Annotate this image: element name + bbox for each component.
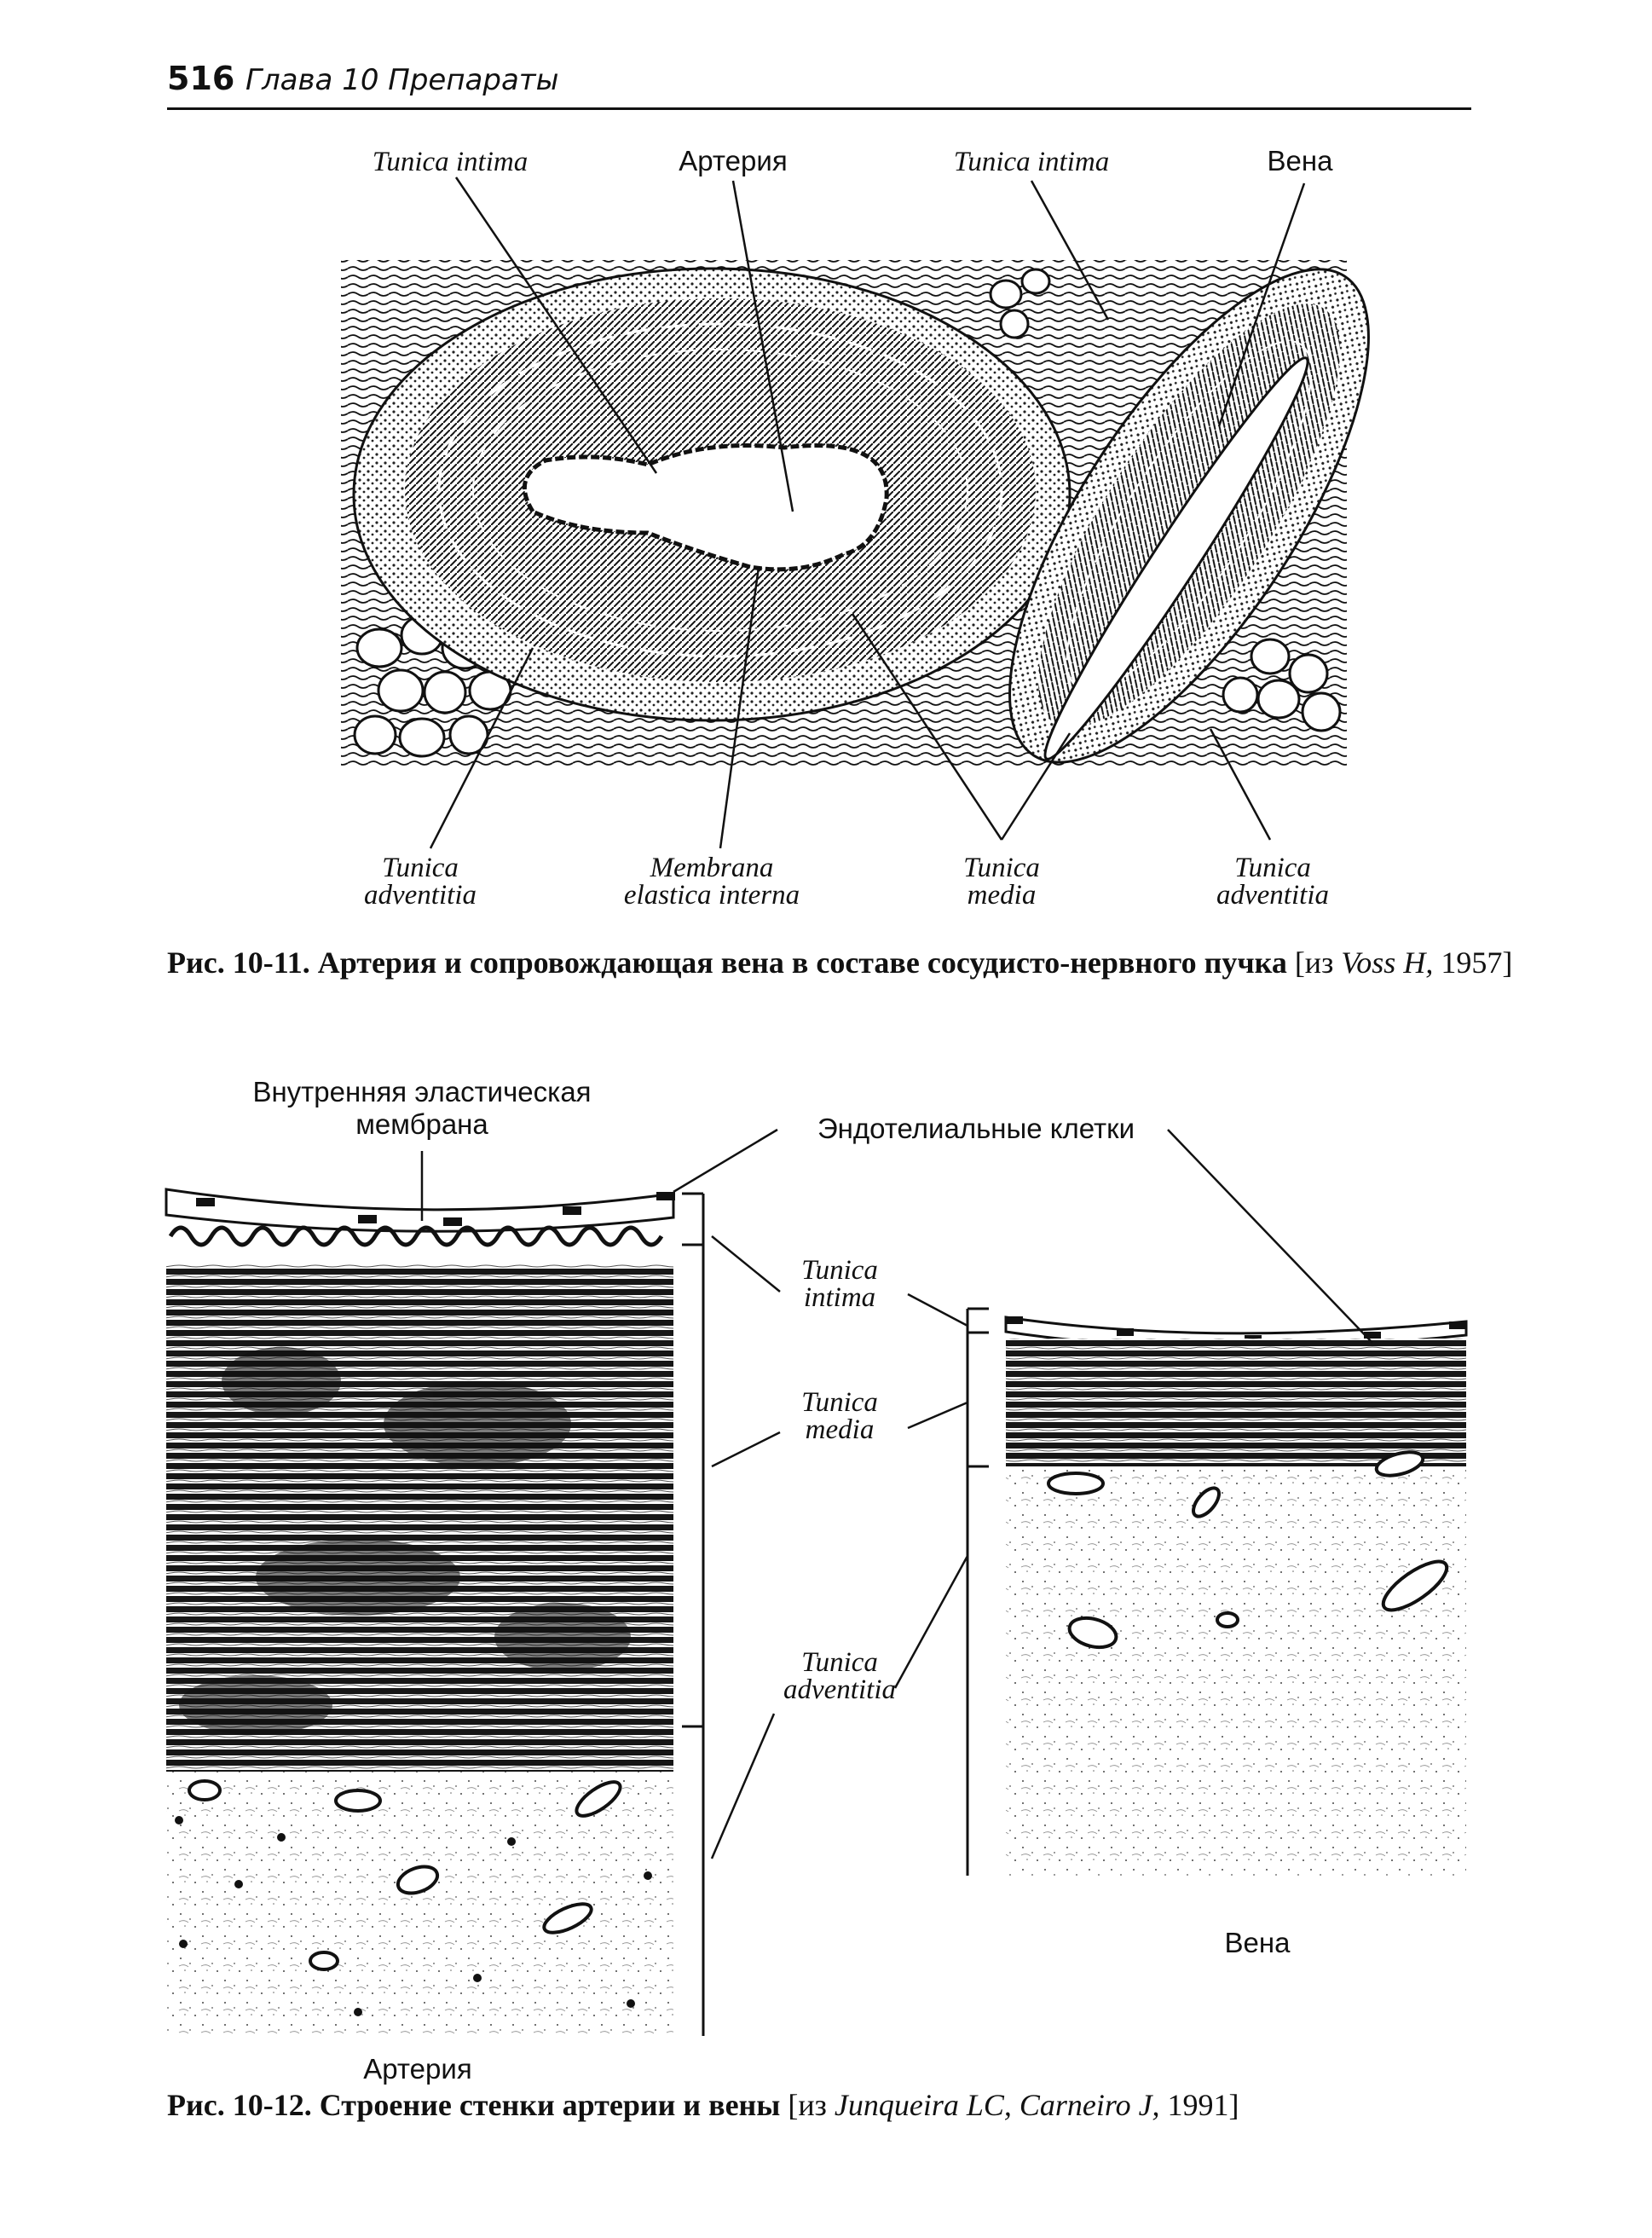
label-membrana-2: elastica interna <box>624 880 800 911</box>
label-artery: Артерия <box>679 145 787 176</box>
label-tunica-adventitia-right-1: Tunica <box>1234 853 1311 883</box>
running-title: Глава 10 Препараты <box>245 63 559 97</box>
label-tunica-intima-1: Tunica <box>801 1255 878 1286</box>
label-internal-elastic-membrane-2: мембрана <box>355 1108 488 1140</box>
figure-10-12: Внутренняя эластическая мембрана Эндотел… <box>165 1076 1468 2085</box>
label-tunica-adventitia-left-1: Tunica <box>382 853 459 883</box>
artery-wall-diagram <box>165 1188 675 2036</box>
label-vein: Вена <box>1268 145 1334 176</box>
label-tunica-adventitia-left-2: adventitia <box>364 880 477 911</box>
internal-elastic-membrane <box>168 1225 664 1247</box>
caption-source-year: 1957] <box>1433 946 1513 980</box>
fat-cells-right <box>989 268 1342 732</box>
label-internal-elastic-membrane-1: Внутренняя эластическая <box>252 1076 591 1107</box>
vein-wall-diagram <box>1004 1316 1468 1876</box>
label-tunica-intima-left: Tunica intima <box>373 147 528 177</box>
label-endothelial-cells: Эндотелиальные клетки <box>817 1113 1135 1144</box>
vein-media-layer <box>1006 1339 1466 1466</box>
caption-title: Строение стенки артерии и вены <box>319 2088 781 2122</box>
page-header: 516 Глава 10 Препараты <box>167 60 1471 110</box>
label-vein-title: Вена <box>1225 1927 1291 1958</box>
figure-10-11-caption: Рис. 10-11. Артерия и сопровождающая вен… <box>167 945 1512 980</box>
caption-number: Рис. 10-12. <box>167 2088 312 2122</box>
caption-number: Рис. 10-11. <box>167 946 310 980</box>
label-membrana-1: Membrana <box>650 853 774 883</box>
leader-lines <box>429 176 1306 849</box>
figure-10-11: Tunica intima Артерия Tunica intima Вена… <box>341 145 1370 911</box>
page-number: 516 <box>167 60 235 97</box>
vein-layer-bracket <box>966 1307 989 1876</box>
histology-illustration <box>341 260 1370 767</box>
artery-layer-bracket <box>682 1192 705 2036</box>
caption-title: Артерия и сопровождающая вена в составе … <box>317 946 1287 980</box>
artery-endothelium <box>165 1188 675 1233</box>
caption-source-author: Junqueira LC, Carneiro J, <box>834 2088 1160 2122</box>
vein-adventitia-nuclei <box>1047 1450 1449 1650</box>
caption-source-open: [из <box>788 2088 835 2122</box>
label-tunica-intima-right: Tunica intima <box>954 147 1109 177</box>
label-tunica-media-2: media <box>968 880 1037 911</box>
figure-10-12-caption: Рис. 10-12. Строение стенки артерии и ве… <box>167 2087 1239 2123</box>
label-tunica-adventitia-1: Tunica <box>801 1647 878 1678</box>
label-tunica-adventitia-2: adventitia <box>783 1674 896 1705</box>
caption-source-open: [из <box>1294 946 1342 980</box>
label-tunica-media-2: media <box>806 1414 875 1445</box>
artery-lumen <box>522 443 889 572</box>
label-tunica-intima-2: intima <box>804 1282 875 1313</box>
vein-lumen <box>1043 356 1309 760</box>
label-tunica-media-1: Tunica <box>963 853 1040 883</box>
vein-adventitia-layer <box>1006 1466 1466 1876</box>
label-artery-title: Артерия <box>363 2053 471 2085</box>
caption-source-author: Voss H, <box>1341 946 1434 980</box>
label-tunica-media-1: Tunica <box>801 1387 878 1418</box>
leader-lines-2 <box>420 1128 1373 1859</box>
artery-adventitia-nuclei <box>188 1779 622 1971</box>
caption-source-year: 1991] <box>1159 2088 1239 2122</box>
label-tunica-adventitia-right-2: adventitia <box>1216 880 1329 911</box>
